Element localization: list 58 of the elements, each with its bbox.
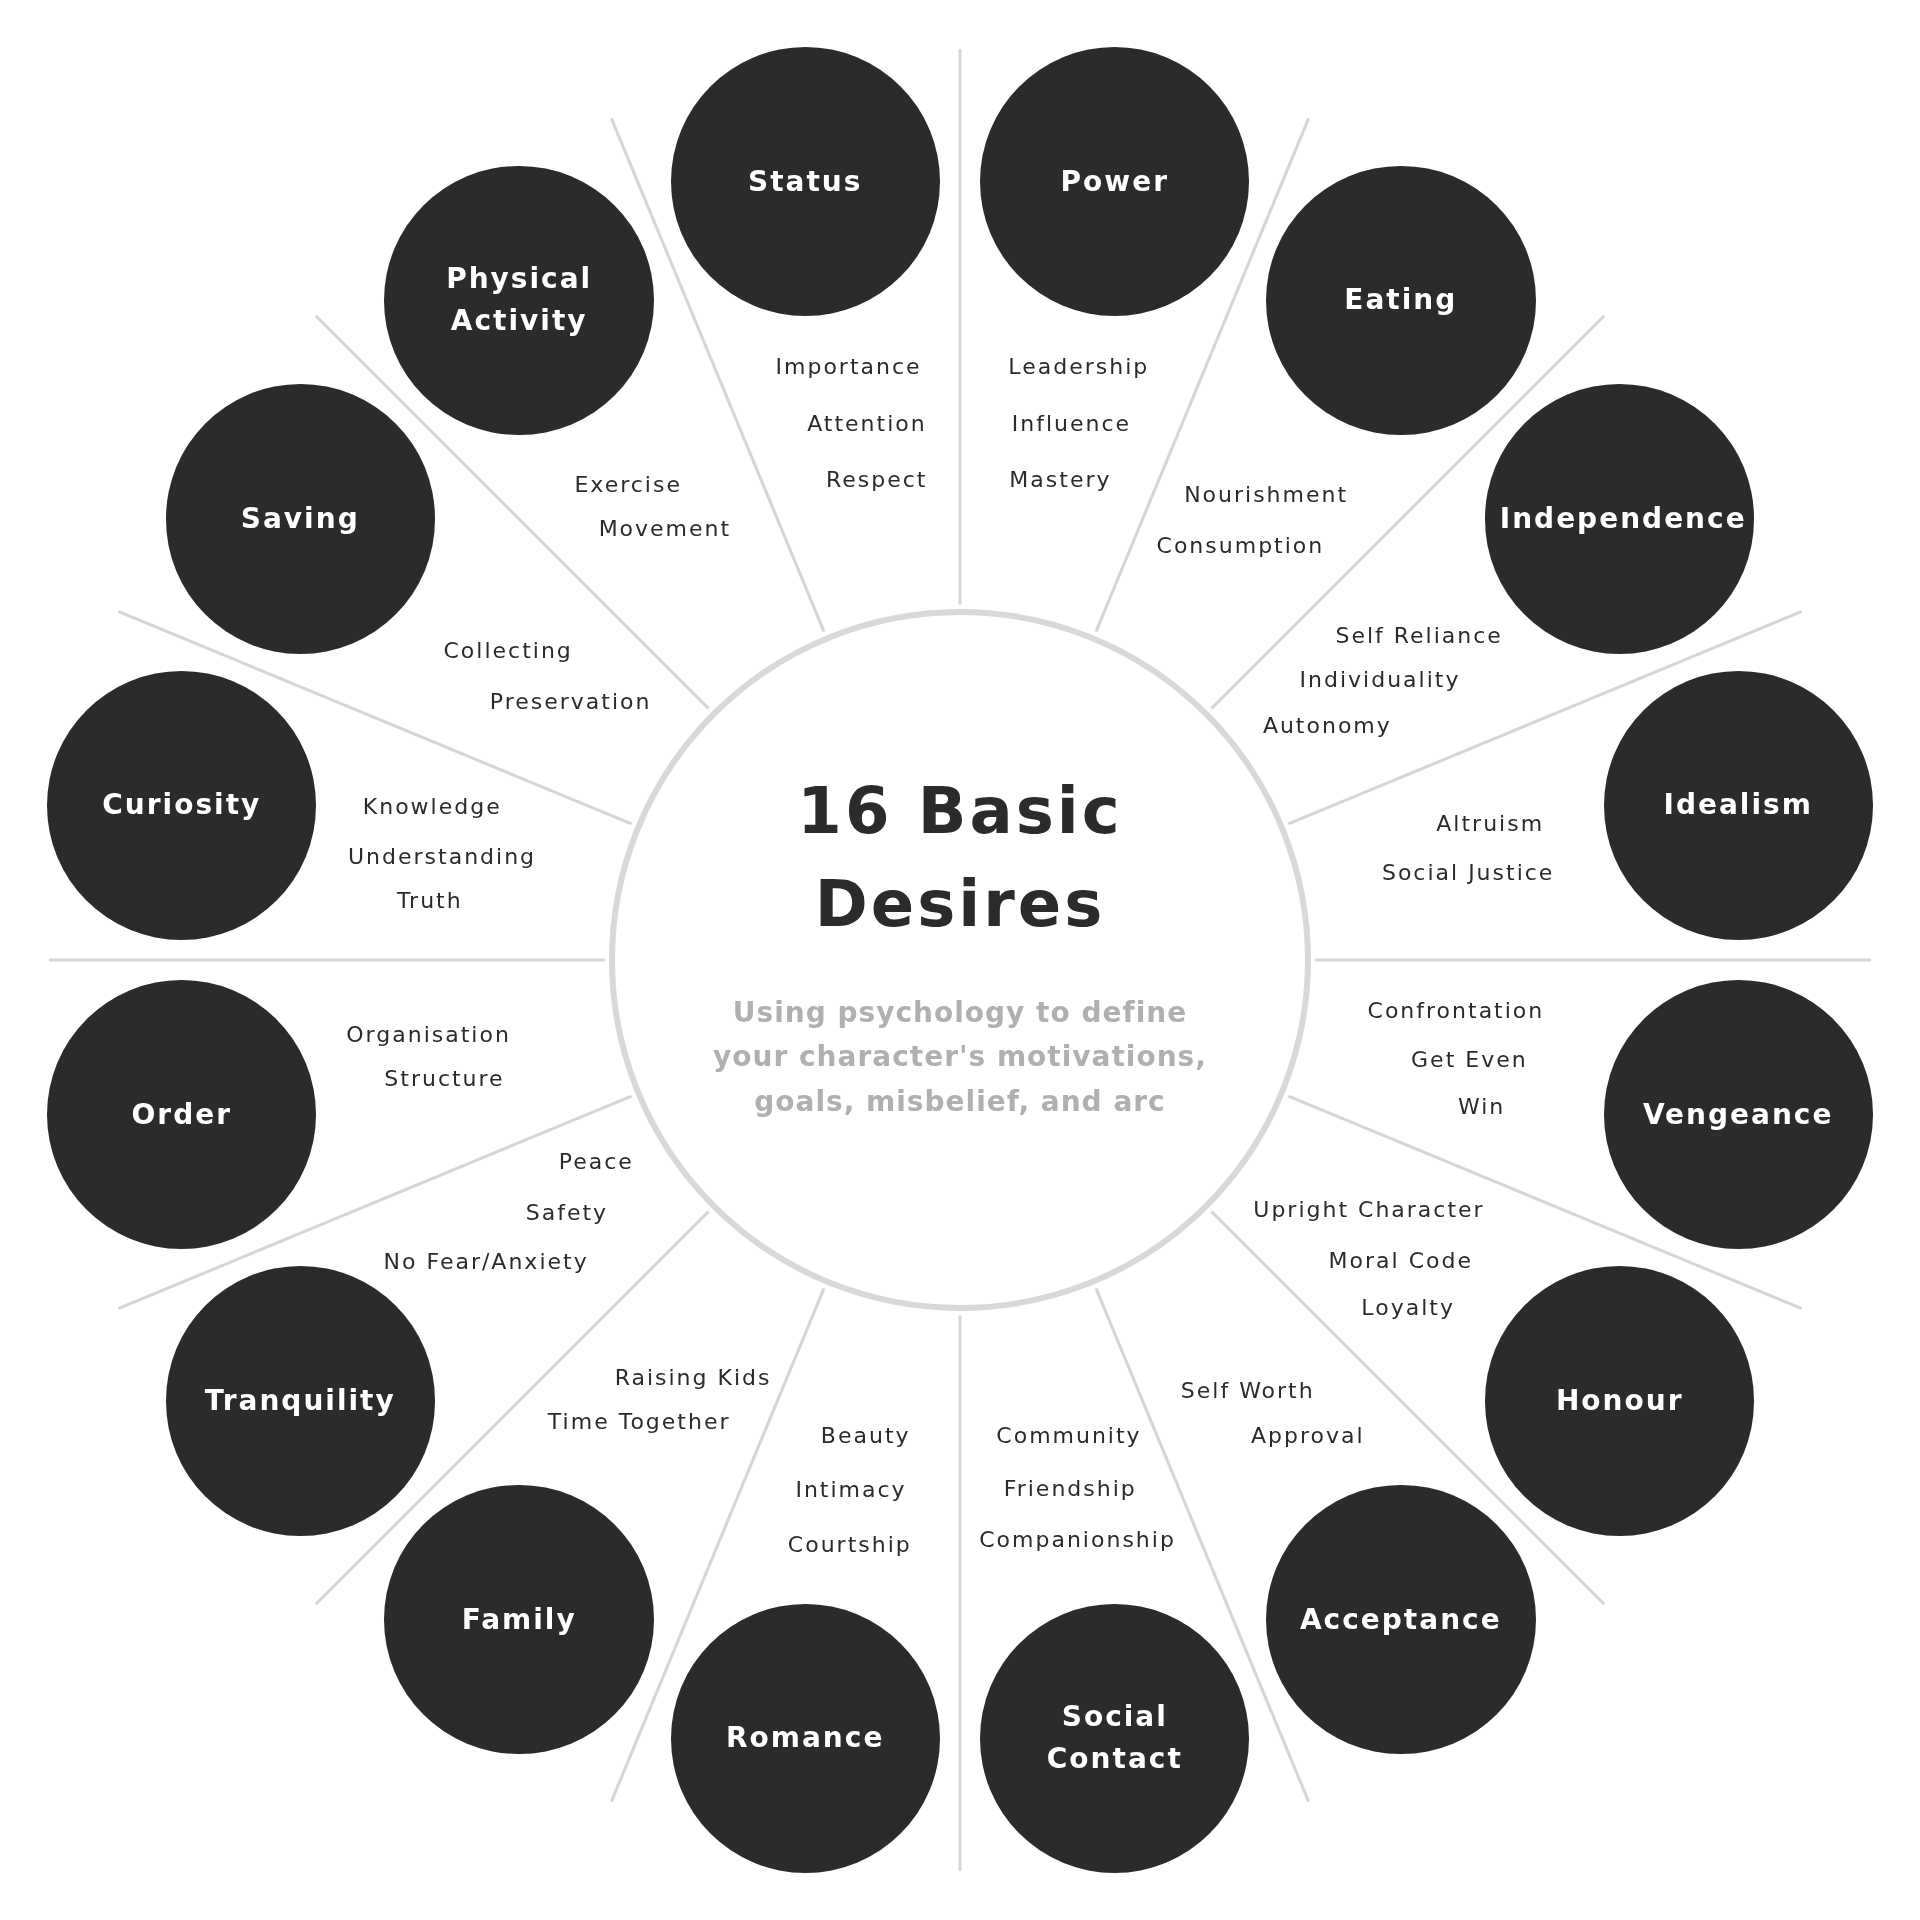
keyword-label: Self Reliance [1335, 624, 1503, 647]
desire-name: Social Contact [1045, 1699, 1184, 1778]
keyword-label: Get Even [1411, 1049, 1528, 1072]
keyword-label: Individuality [1299, 668, 1461, 691]
desire-name: Order [130, 1096, 233, 1133]
keyword-label: Peace [558, 1151, 634, 1174]
keyword-label: Beauty [820, 1425, 911, 1448]
keyword-label: Intimacy [795, 1479, 907, 1502]
center-heading: 16 Basic Desires [796, 773, 1124, 943]
keyword-label: Consumption [1156, 535, 1325, 558]
keyword-label: Influence [1011, 412, 1132, 435]
keyword-label: Collecting [443, 640, 573, 663]
keyword-label: Self Worth [1180, 1380, 1315, 1402]
keyword-label: Community [996, 1425, 1142, 1448]
desire-name: Tranquility [203, 1382, 397, 1419]
desire-name: Curiosity [101, 787, 263, 824]
keyword-label: Raising Kids [614, 1366, 772, 1389]
keyword-label: Movement [598, 517, 732, 540]
keyword-label: No Fear/Anxiety [383, 1251, 589, 1274]
keyword-label: Approval [1250, 1425, 1365, 1448]
keyword-label: Social Justice [1381, 862, 1555, 885]
desire-name: Idealism [1662, 787, 1814, 824]
keyword-label: Preservation [489, 690, 652, 713]
keyword-label: Truth [396, 890, 463, 913]
keyword-label: Importance [775, 356, 922, 379]
desire-name: Physical Activity [445, 261, 594, 340]
keyword-label: Structure [384, 1067, 505, 1090]
desire-name: Power [1059, 163, 1170, 200]
keyword-label: Attention [807, 412, 927, 435]
keyword-label: Knowledge [362, 795, 502, 818]
keyword-label: Friendship [1003, 1477, 1137, 1500]
keyword-label: Companionship [979, 1529, 1176, 1552]
desire-name: Acceptance [1298, 1601, 1503, 1638]
keyword-label: Confrontation [1367, 1000, 1545, 1023]
keyword-label: Nourishment [1184, 483, 1349, 506]
keyword-label: Safety [525, 1202, 609, 1225]
subtitle: Using psychology to define your character's motivations, goals, misbelief, and arc [712, 994, 1208, 1121]
desire-name: Vengeance [1641, 1096, 1835, 1133]
keyword-label: Autonomy [1262, 715, 1392, 738]
keyword-label: Altruism [1436, 813, 1545, 836]
keyword-label: Understanding [348, 846, 537, 869]
desire-name: Saving [239, 501, 361, 538]
keyword-label: Courtship [787, 1534, 912, 1557]
keyword-label: Respect [825, 469, 928, 491]
desire-name: Honour [1554, 1382, 1685, 1419]
desire-name: Romance [725, 1720, 886, 1757]
keyword-label: Organisation [346, 1023, 511, 1046]
keyword-label: Mastery [1009, 469, 1112, 491]
keyword-label: Leadership [1008, 356, 1150, 379]
keyword-label: Exercise [574, 473, 682, 496]
desire-name: Status [746, 163, 864, 200]
keyword-label: Time Together [547, 1410, 731, 1433]
keyword-label: Upright Character [1253, 1198, 1485, 1221]
keyword-label: Loyalty [1361, 1296, 1455, 1319]
desire-name: Family [460, 1601, 578, 1638]
keyword-label: Win [1457, 1095, 1506, 1118]
desire-name: Eating [1343, 282, 1459, 319]
keyword-label: Moral Code [1328, 1250, 1473, 1273]
